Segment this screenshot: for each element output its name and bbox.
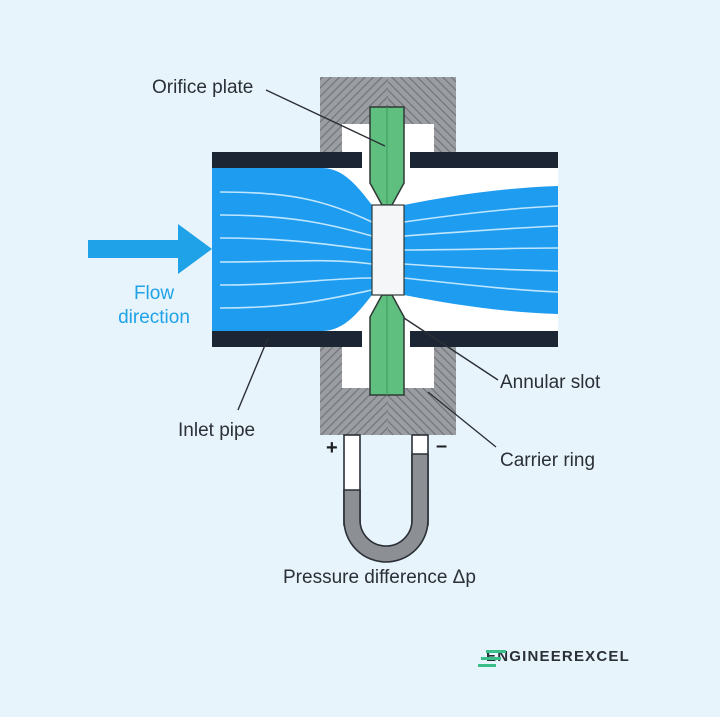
water-inlet bbox=[212, 168, 372, 331]
annular-slot bbox=[371, 204, 405, 296]
logo-text: ENGINEEREXCEL bbox=[486, 648, 630, 665]
carrier-ring-label: Carrier ring bbox=[500, 450, 596, 471]
pressure-difference-label: Pressure difference Δp bbox=[283, 567, 476, 588]
inlet-streamlines bbox=[219, 191, 373, 309]
flow-direction-arrow bbox=[88, 224, 212, 274]
plus-sign: + bbox=[326, 437, 338, 459]
engineerexcel-logo: ENGINEEREXCEL bbox=[478, 648, 630, 667]
flow-label-line2: direction bbox=[118, 307, 190, 328]
flow-label-line1: Flow bbox=[133, 283, 175, 304]
u-tube-manometer bbox=[343, 434, 429, 563]
leader-lines bbox=[237, 89, 499, 448]
minus-sign: – bbox=[436, 435, 448, 457]
inlet-pipe-label: Inlet pipe bbox=[178, 420, 256, 441]
orifice-plate bbox=[369, 106, 405, 396]
flow-direction-label: Flow direction bbox=[94, 282, 214, 330]
logo-stripes-icon bbox=[478, 650, 506, 667]
logo-text-part1: ENGINEER bbox=[486, 648, 574, 665]
orifice-plate-label: Orifice plate bbox=[152, 77, 254, 98]
outlet-streamlines bbox=[403, 205, 559, 293]
logo-text-part2: EXCEL bbox=[573, 648, 630, 665]
annular-slot-label: Annular slot bbox=[500, 372, 601, 393]
